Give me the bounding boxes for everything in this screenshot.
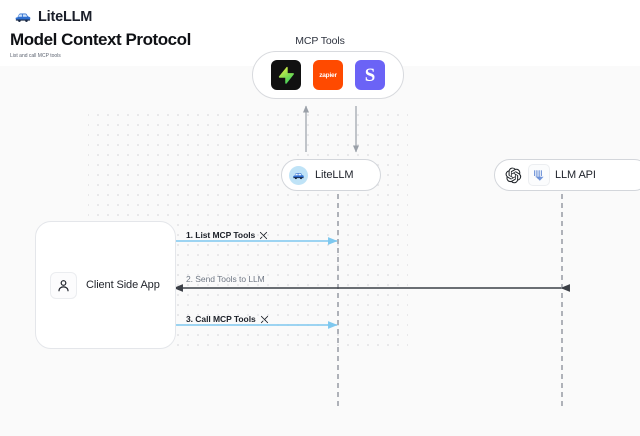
canvas-fade-right [408,66,640,436]
page-subtitle: List and call MCP tools [10,53,61,59]
brand: LiteLLM [14,7,92,27]
page-title: Model Context Protocol [10,30,191,49]
slack-icon[interactable]: S [355,60,385,90]
supabase-icon[interactable] [271,60,301,90]
litellm-logo-icon [14,8,32,26]
node-client-side-app[interactable]: Client Side App [35,221,176,349]
mcp-tools-group: zapier S [252,51,404,99]
brand-name: LiteLLM [38,9,93,25]
zapier-icon[interactable]: zapier [313,60,343,90]
openai-icon [503,165,523,185]
node-litellm[interactable]: LiteLLM [281,159,381,191]
arrow-label-step-1-text: 1. List MCP Tools [186,230,256,240]
anthropic-icon [528,164,550,186]
arrow-label-step-1: 1. List MCP Tools [186,230,268,240]
zapier-label: zapier [319,71,337,79]
node-llm-api[interactable]: LLM API [494,159,640,191]
arrow-label-step-3: 3. Call MCP Tools [186,314,269,324]
arrow-label-step-3-text: 3. Call MCP Tools [186,314,256,324]
node-llm-api-label: LLM API [555,169,596,181]
tools-icon [260,315,269,324]
arrow-label-step-2-text: 2. Send Tools to LLM [186,274,265,284]
litellm-node-icon [289,165,308,185]
slack-label: S [364,64,376,86]
tools-icon [259,231,268,240]
arrow-label-step-2: 2. Send Tools to LLM [186,274,265,284]
user-icon [50,271,77,299]
node-client-side-app-label: Client Side App [86,279,160,291]
node-litellm-label: LiteLLM [315,169,354,181]
mcp-tools-title: MCP Tools [295,35,345,47]
